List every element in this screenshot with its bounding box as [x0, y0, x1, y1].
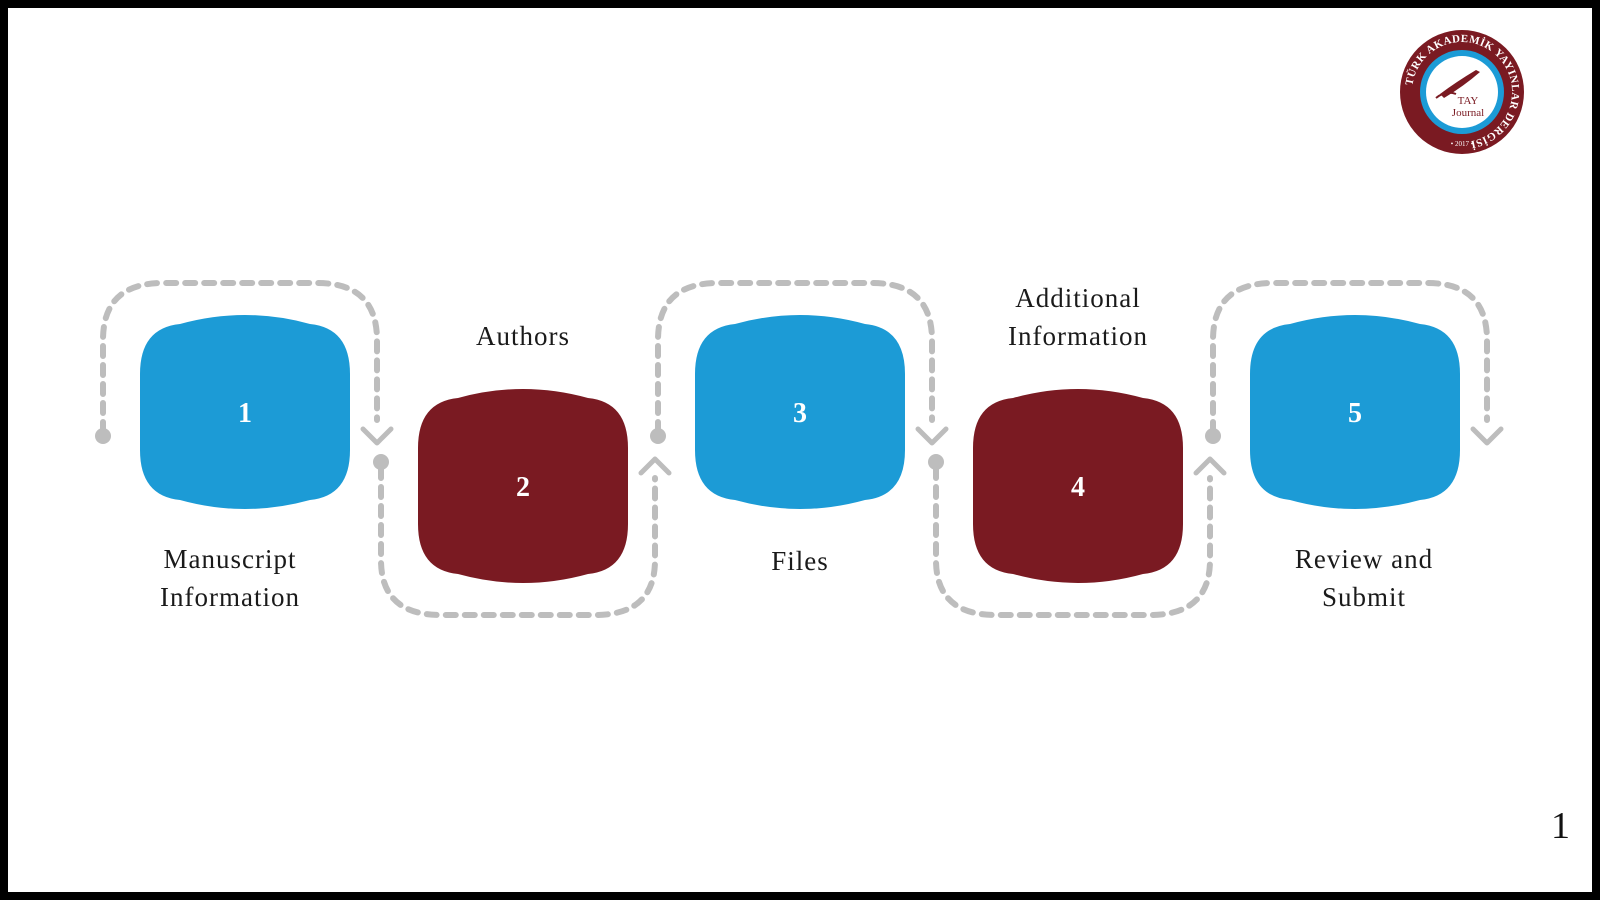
logo-center	[1426, 56, 1498, 128]
top-dashed-connector	[1210, 280, 1490, 435]
connector-start-dot	[1205, 428, 1221, 444]
step-5-label-line: Submit	[1322, 582, 1406, 612]
step-2-label-line: Authors	[476, 321, 570, 351]
step-4-label-line: Information	[1008, 321, 1148, 351]
step-1-label-line: Manuscript	[164, 544, 297, 574]
step-1-number: 1	[238, 398, 252, 429]
step-3-label-line: Files	[771, 546, 829, 576]
chevron-up-icon	[1193, 456, 1227, 476]
top-dashed-connector	[100, 280, 380, 435]
quill-pen-icon	[1440, 70, 1480, 98]
connector-start-dot	[373, 454, 389, 470]
step-1-label-line: Information	[160, 582, 300, 612]
step-4-number: 4	[1071, 472, 1085, 503]
chevron-up-icon	[638, 456, 672, 476]
logo-center-line2: Journal	[1452, 107, 1484, 119]
top-dashed-connector	[655, 280, 935, 435]
page-number: 1	[1551, 805, 1570, 847]
step-3-number: 3	[793, 398, 807, 429]
step-2-number: 2	[516, 472, 530, 503]
connector-start-dot	[928, 454, 944, 470]
step-2-shape	[418, 389, 628, 583]
dashed-connectors	[95, 280, 1504, 618]
step-5-number: 5	[1348, 398, 1362, 429]
chevron-down-icon	[915, 426, 949, 446]
logo-center-line1: TAY	[1458, 95, 1479, 107]
bottom-dashed-connector	[378, 465, 658, 618]
chevron-down-icon	[1470, 426, 1504, 446]
step-shapes	[140, 315, 1460, 583]
inkpot-icon	[1435, 91, 1457, 99]
step-4-shape	[973, 389, 1183, 583]
chevron-down-icon	[360, 426, 394, 446]
step-5-label-line: Review and	[1295, 544, 1433, 574]
step-labels: 1ManuscriptInformation2Authors3Files4Add…	[160, 283, 1433, 612]
logo-year: • 2017 •	[1451, 140, 1474, 148]
step-3-shape	[695, 315, 905, 509]
step-5-shape	[1250, 315, 1460, 509]
tay-journal-logo: TÜRK AKADEMİK YAYINLAR DERGİSİ TAY Journ…	[1400, 30, 1524, 154]
step-1-shape	[140, 315, 350, 509]
bottom-dashed-connector	[933, 465, 1213, 618]
connector-start-dot	[650, 428, 666, 444]
step-4-label-line: Additional	[1015, 283, 1141, 313]
connector-start-dot	[95, 428, 111, 444]
